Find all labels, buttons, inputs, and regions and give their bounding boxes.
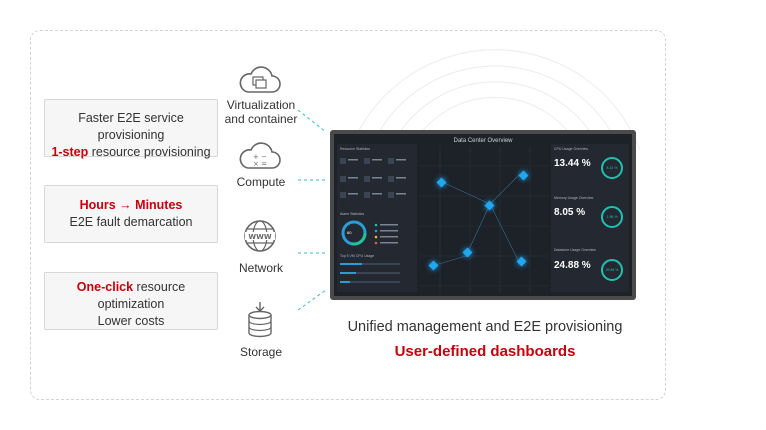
cpu-usage-header: CPU Usage Overview	[554, 147, 589, 151]
card-provisioning-highlight: 1-step	[51, 145, 89, 159]
dashboard-monitor: Data Center Overview Resource Statistics…	[330, 130, 636, 300]
resource-stats-header: Resource Statistics	[340, 147, 370, 151]
dashboard-screen: Data Center Overview Resource Statistics…	[334, 134, 632, 296]
memory-usage-header: Memory Usage Overview	[554, 196, 594, 200]
datastore-ring	[601, 259, 623, 281]
database-icon	[248, 302, 272, 338]
datastore-usage-header: Datastore Usage Overview	[554, 248, 596, 252]
card-fault-line2: E2E fault demarcation	[69, 215, 193, 229]
cpu-ring	[601, 157, 623, 179]
dashboard-right-panel: CPU Usage Overview 13.44 % 8.21 % Memory…	[551, 144, 629, 292]
resource-stats-grid	[340, 158, 406, 198]
dashboard-left-panel: Resource Statistics Alarm Statistics	[337, 144, 417, 292]
card-optimization-line1: resource	[133, 280, 186, 294]
alarm-ring-chart	[341, 220, 398, 246]
dashboard-title: Data Center Overview	[453, 138, 513, 144]
topology-map	[420, 146, 548, 294]
alarm-count: 60	[347, 230, 352, 235]
globe-www-icon: WWW	[244, 220, 276, 252]
datastore-usage-value: 24.88 %	[554, 260, 591, 271]
alarm-stats-header: Alarm Statistics	[340, 212, 365, 216]
top-vm-header: Top 5 VM CPU Usage	[340, 254, 375, 258]
card-optimization-highlight: One-click	[76, 280, 134, 294]
card-provisioning: Faster E2E service provisioning 1-step r…	[44, 99, 218, 159]
card-fault: Hours → Minutes E2E fault demarcation	[44, 185, 218, 243]
signal-arcs-decoration	[349, 49, 641, 150]
caption-unified-management: Unified management and E2E provisioning	[347, 319, 623, 335]
memory-usage-value: 8.05 %	[554, 207, 586, 218]
caption-dashboards: User-defined dashboards	[394, 343, 576, 360]
svg-text:WWW: WWW	[248, 233, 271, 241]
virtualization-label: Virtualization and container	[224, 98, 298, 126]
memory-ring-value: 1.96 %	[606, 215, 618, 219]
cpu-ring-value: 8.21 %	[606, 166, 618, 170]
top-vm-bars	[340, 263, 400, 283]
datastore-ring-value: 29.84 %	[605, 268, 619, 272]
card-provisioning-line1: Faster E2E service provisioning	[78, 111, 184, 142]
card-optimization-line3: Lower costs	[97, 314, 165, 328]
cpu-usage-value: 13.44 %	[554, 158, 591, 169]
cloud-calculator-icon: + − × =	[239, 142, 281, 169]
card-optimization-line2: optimization	[97, 297, 165, 311]
svg-text:+ −: + −	[253, 153, 267, 161]
card-optimization: One-click resource optimization Lower co…	[44, 272, 218, 330]
network-label: Network	[238, 261, 283, 275]
svg-text:× =: × =	[253, 160, 267, 168]
storage-label: Storage	[239, 345, 283, 359]
compute-label: Compute	[236, 175, 286, 189]
connector-lines	[297, 110, 327, 310]
memory-ring	[601, 206, 623, 228]
card-fault-highlight: Hours → Minutes	[79, 198, 183, 212]
cloud-stack-icon	[239, 66, 281, 93]
card-provisioning-line2: resource provisioning	[88, 145, 211, 159]
